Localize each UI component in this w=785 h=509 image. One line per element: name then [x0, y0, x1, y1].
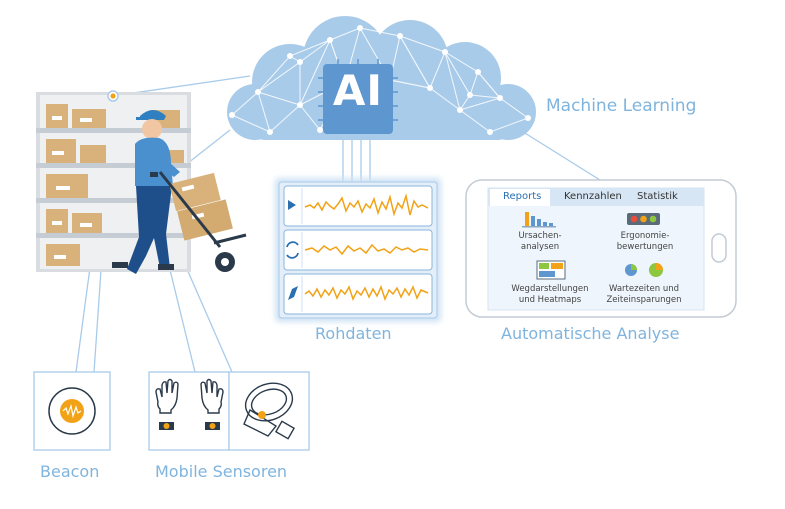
beacon-label: Beacon	[40, 462, 100, 481]
heatmap-icon	[536, 260, 566, 280]
glove-left-icon	[155, 378, 179, 414]
rotation-signal-line	[304, 243, 429, 256]
traffic-light-icon	[627, 213, 660, 225]
pie-chart-icon	[625, 263, 663, 277]
mobile-sensors-box	[148, 371, 310, 451]
compass-signal-line	[304, 284, 429, 302]
tab-kennzahlen[interactable]: Kennzahlen	[564, 191, 622, 202]
motion-signal-line	[304, 193, 429, 217]
report-ursachenanalysen[interactable]: Ursachen-analysen	[518, 231, 562, 252]
rawdata-row-rotation	[283, 229, 433, 271]
tab-reports[interactable]	[490, 189, 550, 206]
rotate-icon	[286, 241, 299, 259]
compass-icon	[288, 286, 298, 300]
signal-wave-icon	[62, 403, 82, 419]
sensor-dot-icon	[258, 411, 266, 419]
bar-chart-icon	[522, 212, 556, 228]
play-icon	[288, 200, 296, 210]
worker-with-hand-truck-icon	[112, 110, 247, 274]
report-icons	[522, 212, 663, 280]
ai-chip	[323, 64, 393, 134]
mobile-sensors-label: Mobile Sensoren	[155, 462, 288, 481]
glove-right-icon	[200, 378, 224, 414]
rawdata-row-compass	[283, 273, 433, 315]
tab-reports-label[interactable]: Reports	[503, 191, 542, 202]
cloud	[227, 16, 536, 140]
rawdata-label: Rohdaten	[315, 324, 392, 343]
rawdata-row-motion	[283, 185, 433, 227]
sensor-dot-icon	[163, 423, 170, 429]
phone-device	[465, 179, 737, 318]
rawdata-panel	[275, 178, 441, 322]
ai-label: AI	[332, 66, 384, 115]
report-ergonomiebewertungen[interactable]: Ergonomie-bewertungen	[616, 231, 674, 252]
sensor-dot-icon	[209, 423, 216, 429]
beacon-marker-icon	[107, 90, 119, 102]
tab-statistik[interactable]: Statistik	[637, 191, 678, 202]
analysis-label: Automatische Analyse	[501, 324, 680, 343]
beacon-box	[33, 371, 111, 451]
machine-learning-label: Machine Learning	[546, 96, 697, 116]
belt-sensor-icon	[243, 382, 296, 440]
